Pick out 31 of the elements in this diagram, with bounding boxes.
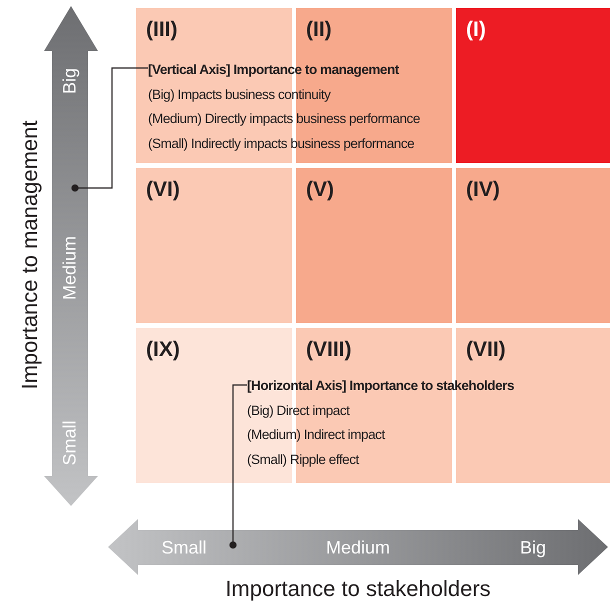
quadrant-numeral: (V) xyxy=(306,178,334,202)
axis-value: Small xyxy=(60,420,80,466)
note-line: (Small) Indirectly impacts business performance xyxy=(148,134,414,153)
note-line: (Small) Ripple effect xyxy=(247,450,359,469)
quadrant-numeral: (III) xyxy=(146,18,178,42)
axis-title: Importance to management xyxy=(17,120,43,390)
axis-value: Small xyxy=(162,538,206,558)
quadrant-numeral: (VI) xyxy=(146,178,180,202)
note-heading: [Vertical Axis] Importance to management xyxy=(148,61,399,79)
axis-value: Big xyxy=(60,68,80,94)
quadrant-numeral: (VII) xyxy=(466,338,506,362)
leader-line xyxy=(229,384,247,549)
matrix-cell xyxy=(456,168,610,323)
note-line: (Medium) Indirect impact xyxy=(247,426,385,444)
matrix-cell xyxy=(456,8,610,163)
axis-value: Big xyxy=(520,538,546,558)
axis-value: Medium xyxy=(60,236,80,300)
matrix-cell xyxy=(136,168,292,323)
note-line: (Big) Direct impact xyxy=(247,402,350,420)
axis-value: Medium xyxy=(326,538,390,558)
note-heading: [Horizontal Axis] Importance to stakeholders xyxy=(247,377,514,395)
matrix-cell xyxy=(296,168,452,323)
leader-line xyxy=(71,67,148,192)
quadrant-numeral: (IX) xyxy=(146,338,180,362)
note-line: (Big) Impacts business continuity xyxy=(148,86,330,104)
quadrant-numeral: (IV) xyxy=(466,178,500,202)
axis-title: Importance to stakeholders xyxy=(225,576,491,602)
note-line: (Medium) Directly impacts business performance xyxy=(148,110,420,128)
quadrant-numeral: (II) xyxy=(306,18,332,42)
quadrant-numeral: (I) xyxy=(466,18,486,42)
quadrant-numeral: (VIII) xyxy=(306,338,352,362)
